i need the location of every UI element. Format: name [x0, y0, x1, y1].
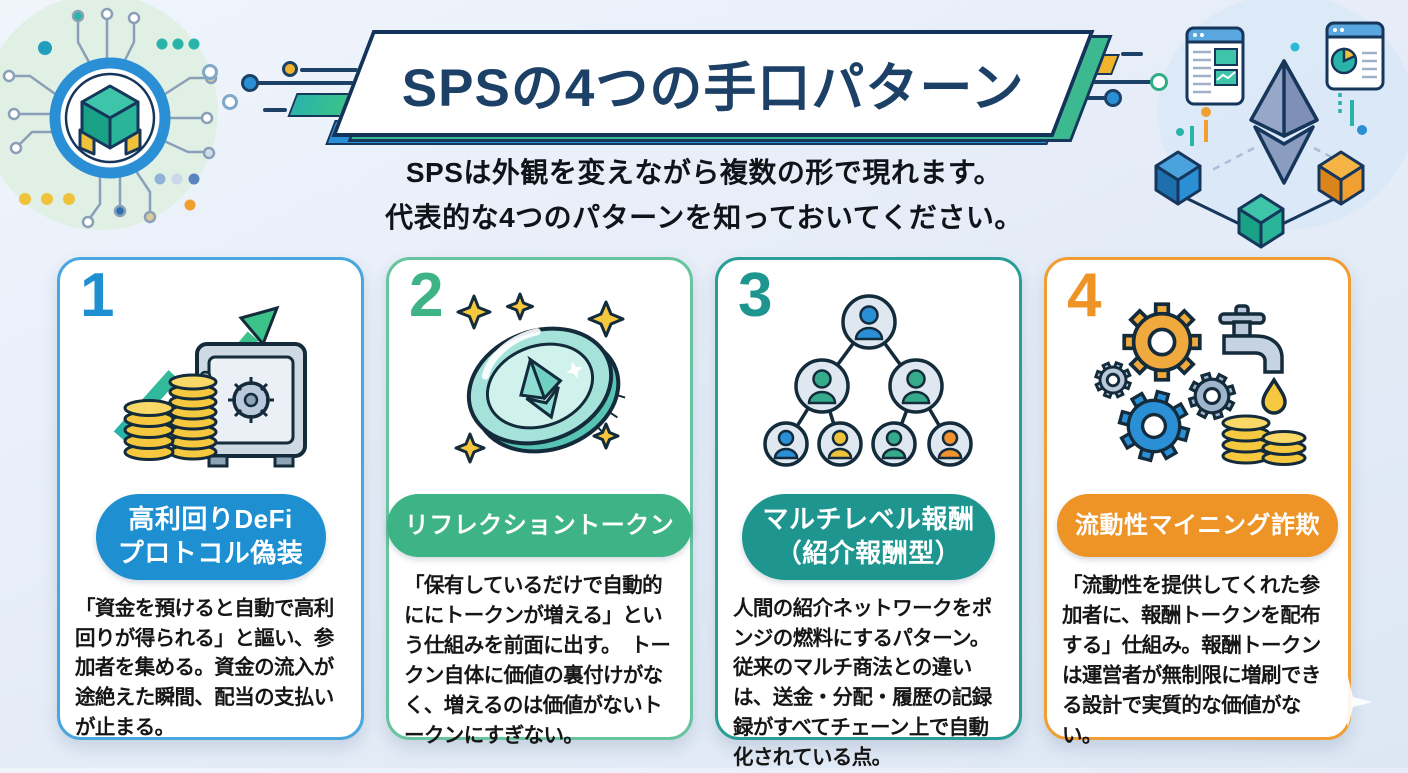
gold-drop — [1260, 376, 1287, 415]
card-badge: 流動性マイニング詐欺 — [1057, 494, 1338, 558]
liquidity-mining-icon — [1088, 302, 1306, 470]
ethereum-coin — [466, 326, 625, 454]
blue-dot — [1104, 89, 1122, 107]
coin-stacks — [123, 373, 217, 461]
title-banner: SPSの4つの手口パターン — [331, 30, 1095, 137]
card-number: 4 — [1067, 261, 1102, 330]
subtitle: SPSは外観を変えながら複数の形で現れます。 代表的な4つのパターンを知っておい… — [0, 150, 1408, 241]
card-description: 「資金を預けると自動で高利回りが得られる」と謳い、参加者を集める。資金の流入が途… — [75, 596, 334, 740]
sparkle-icon — [1323, 677, 1373, 727]
pattern-card-4: 4 — [1044, 257, 1351, 747]
ethereum-diamond-icon — [1249, 59, 1319, 185]
yellow-dot — [282, 61, 298, 77]
accent-bars — [1176, 42, 1367, 146]
reflection-token-icon — [454, 292, 625, 464]
ring-dot — [202, 64, 218, 80]
browser-window-chart-icon — [1185, 26, 1245, 106]
card-number: 3 — [738, 261, 773, 330]
avatar-nodes — [762, 294, 973, 467]
gold-sparkles — [454, 292, 624, 464]
pattern-card-1: 1 — [57, 257, 364, 740]
dot-clusters — [19, 38, 200, 211]
speed-dash — [1121, 52, 1143, 56]
blue-cube-icon — [1154, 150, 1202, 206]
card-number: 2 — [409, 261, 444, 330]
page-title: SPSの4つの手口パターン — [401, 58, 1025, 118]
subtitle-line-1: SPSは外観を変えながら複数の形で現れます。 — [405, 157, 1003, 188]
gears — [1088, 302, 1244, 470]
ethereum-network-illustration — [1154, 0, 1408, 249]
coin-stacks — [1221, 414, 1306, 466]
pattern-card-2: 2 リフレ — [386, 257, 693, 747]
subtitle-line-2: 代表的な4つのパターンを知っておいてください。 — [385, 202, 1023, 234]
speed-line — [300, 68, 358, 72]
blockchain-chip-illustration — [0, 0, 218, 230]
speed-dash — [263, 108, 287, 112]
orange-cube-icon — [1317, 150, 1365, 206]
vault-growth-icon — [113, 305, 307, 468]
card-description: 人間の紹介ネットワークをポンジの燃料にするパターン。従来のマルチ商法との違いは、… — [733, 596, 992, 770]
card-badge: マルチレベル報酬 （紹介報酬型） — [742, 494, 995, 580]
circuit-traces — [14, 20, 206, 219]
cube-icon — [78, 84, 142, 156]
referral-network-icon — [762, 294, 973, 467]
accent-dot — [38, 41, 52, 55]
blue-dot — [241, 74, 259, 92]
pattern-card-3: 3 マルチレベル報酬 （紹介報酬型） 人間の紹介ネットワークをポンジの燃料にする… — [715, 257, 1022, 769]
card-badge: 高利回りDeFi プロトコル偽装 — [95, 494, 326, 580]
card-description: 「流動性を提供してくれた参加者に、報酬トークンを配布する」仕組み。報酬トークンは… — [1062, 574, 1321, 747]
card-badge: リフレクショントークン — [386, 494, 693, 558]
speed-line — [1050, 80, 1154, 84]
speed-line — [255, 81, 355, 85]
browser-window-pie-icon — [1325, 21, 1385, 91]
card-number: 1 — [80, 261, 115, 330]
pattern-cards: 1 — [57, 257, 1351, 769]
green-ring-dot — [1150, 73, 1168, 91]
circuit-nodes — [2, 7, 218, 229]
card-description: 「保有しているだけで自動的ににトークンが増える」という仕組みを前面に出す。 トー… — [404, 574, 671, 747]
faucet — [1217, 304, 1284, 374]
green-cube-icon — [1237, 193, 1285, 249]
ring-dot — [222, 94, 238, 110]
